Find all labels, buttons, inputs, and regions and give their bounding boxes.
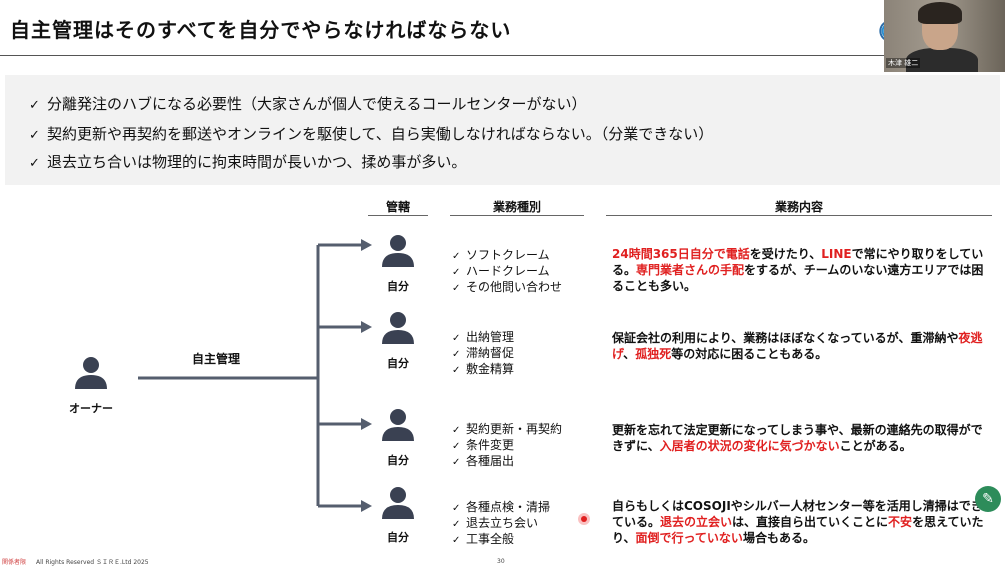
list-item: ✓条件変更 bbox=[452, 438, 515, 452]
list-item: ✓各種届出 bbox=[452, 454, 515, 468]
description-text: 自らもしくはCOSOJIやシルバー人材センター等を活用し清掃はできている。 bbox=[612, 499, 983, 529]
check-icon: ✓ bbox=[29, 128, 40, 143]
laser-pointer bbox=[578, 513, 590, 525]
highlight-text: 不安 bbox=[888, 515, 913, 529]
description-text: で常にやり取りをしている。 bbox=[612, 247, 984, 277]
description-text: 更新を忘れて法定更新になってしまう事や、最新の連絡先の取得ができずに、 bbox=[612, 423, 983, 453]
description-text: を受けたり、 bbox=[749, 247, 822, 261]
description-text: をするが、チームのいない遠方エリアでは困ることも多い。 bbox=[612, 263, 984, 293]
person-icon bbox=[382, 235, 414, 267]
description-text: 、 bbox=[623, 347, 636, 361]
list-item: ✓その他問い合わせ bbox=[452, 280, 563, 294]
header-rule bbox=[368, 215, 428, 216]
summary-bullet: ✓退去立ち合いは物理的に拘束時間が長いかつ、揉め事が多い。 bbox=[29, 153, 467, 171]
check-icon: ✓ bbox=[29, 98, 40, 113]
header-content: 業務内容 bbox=[774, 200, 823, 214]
person-icon bbox=[75, 357, 107, 389]
task-list: ✓各種点検・清掃 ✓退去立ち会い ✓工事全般 bbox=[452, 500, 550, 548]
person-icon bbox=[382, 409, 414, 441]
owner-label: オーナー bbox=[69, 402, 113, 415]
header-jurisdiction: 管轄 bbox=[385, 200, 410, 214]
row-owner-label: 自分 bbox=[387, 357, 409, 370]
list-item: ✓契約更新・再契約 bbox=[452, 422, 563, 436]
slide-title: 自主管理はそのすべてを自分でやらなければならない bbox=[10, 18, 512, 42]
task-list: ✓ソフトクレーム ✓ハードクレーム ✓その他問い合わせ bbox=[452, 248, 562, 296]
description-text: 場合もある。 bbox=[742, 531, 815, 545]
list-item: ✓敷金精算 bbox=[452, 362, 515, 376]
person-icon bbox=[382, 312, 414, 344]
row-description: 24時間365日自分で電話を受けたり、LINEで常にやり取りをしている。専門業者… bbox=[612, 246, 992, 294]
highlight-text: LINE bbox=[821, 247, 852, 261]
summary-bullet: ✓契約更新や再契約を郵送やオンラインを駆使して、自ら実働しなければならない。（分… bbox=[29, 125, 714, 143]
row-owner-label: 自分 bbox=[387, 280, 409, 293]
highlight-text: 入居者の状況の変化に気づかない bbox=[659, 439, 840, 453]
header-rule bbox=[450, 215, 584, 216]
presenter-name: 木津 雄二 bbox=[886, 58, 921, 68]
task-list: ✓契約更新・再契約 ✓条件変更 ✓各種届出 bbox=[452, 422, 562, 470]
highlight-text: 面倒で行っていない bbox=[635, 531, 743, 545]
description-text: ことがある。 bbox=[839, 439, 912, 453]
highlight-text: 退去の立会い bbox=[660, 515, 733, 529]
check-icon: ✓ bbox=[29, 156, 40, 171]
row-description: 保証会社の利用により、業務はほぼなくなっているが、重滞納や夜逃げ、孤独死等の対応… bbox=[612, 330, 992, 362]
title-divider bbox=[0, 55, 1005, 56]
list-item: ✓滞納督促 bbox=[452, 346, 515, 360]
row-description: 更新を忘れて法定更新になってしまう事や、最新の連絡先の取得ができずに、入居者の状… bbox=[612, 422, 992, 454]
route-label: 自主管理 bbox=[192, 352, 241, 366]
summary-bullet: ✓分離発注のハブになる必要性（大家さんが個人で使えるコールセンターがない） bbox=[29, 95, 587, 113]
header-rule bbox=[606, 215, 992, 216]
summary-box: ✓分離発注のハブになる必要性（大家さんが個人で使えるコールセンターがない） ✓契… bbox=[5, 75, 1000, 185]
list-item: ✓ソフトクレーム bbox=[452, 248, 550, 262]
copyright: All Rights Reserved ＳＩＲＥ.Ltd 2025 bbox=[36, 559, 149, 566]
confidential-label: 関係者限 bbox=[2, 559, 27, 566]
list-item: ✓各種点検・清掃 bbox=[452, 500, 551, 514]
person-icon bbox=[382, 487, 414, 519]
list-item: ✓工事全般 bbox=[452, 532, 515, 546]
highlight-text: 専門業者さんの手配 bbox=[636, 263, 745, 277]
header-category: 業務種別 bbox=[492, 200, 541, 214]
row-description: 自らもしくはCOSOJIやシルバー人材センター等を活用し清掃はできている。退去の… bbox=[612, 498, 992, 546]
row-owner-label: 自分 bbox=[387, 454, 409, 467]
description-text: 等の対応に困ることもある。 bbox=[671, 347, 828, 361]
list-item: ✓出納管理 bbox=[452, 330, 515, 344]
description-text: は、直接自ら出ていくことに bbox=[732, 515, 889, 529]
description-text: 保証会社の利用により、業務はほぼなくなっているが、重滞納や bbox=[612, 331, 959, 345]
row-owner-label: 自分 bbox=[387, 531, 409, 544]
highlight-text: 孤独死 bbox=[635, 347, 672, 361]
description-text: を思えていたり、 bbox=[612, 515, 984, 545]
pen-icon[interactable]: ✎ bbox=[975, 486, 1001, 512]
list-item: ✓ハードクレーム bbox=[452, 264, 550, 278]
presenter-video: 木津 雄二 bbox=[884, 0, 1005, 72]
highlight-text: 夜逃げ bbox=[612, 331, 983, 361]
highlight-text: 24時間365日自分で電話 bbox=[612, 247, 750, 261]
list-item: ✓退去立ち会い bbox=[452, 516, 539, 530]
task-list: ✓出納管理 ✓滞納督促 ✓敷金精算 bbox=[452, 330, 514, 378]
page-number: 30 bbox=[497, 558, 505, 565]
